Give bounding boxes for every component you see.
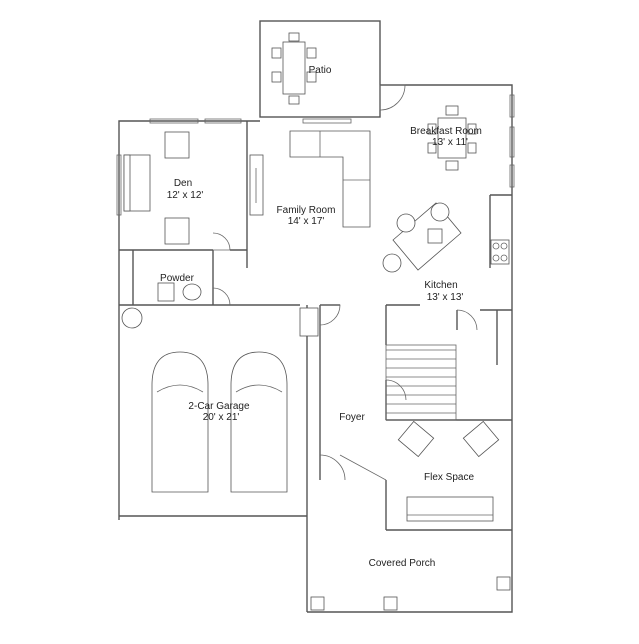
porch-posts	[310, 576, 511, 611]
kitchen-island	[382, 202, 510, 273]
patio-label: Patio	[309, 65, 332, 76]
den-size: 12' x 12'	[167, 190, 204, 201]
flex-space-furniture	[397, 420, 500, 522]
kitchen-size: 13' x 13'	[427, 292, 464, 303]
staircase	[385, 344, 457, 421]
den-furniture	[123, 131, 190, 245]
breakfast-room-size: 13' x 11'	[432, 137, 468, 148]
flex-space-label: Flex Space	[424, 472, 474, 483]
patio-dining-set	[271, 32, 317, 105]
foyer-label: Foyer	[339, 412, 365, 423]
garage-label: 2-Car Garage	[188, 401, 250, 412]
exterior-walls	[118, 20, 513, 613]
garage-size: 20' x 21'	[203, 412, 240, 423]
covered-porch-label: Covered Porch	[369, 558, 436, 569]
den-label: Den	[174, 178, 192, 189]
garage-cars	[151, 307, 319, 493]
breakfast-room-label: Breakfast Room	[410, 126, 482, 137]
powder-fixtures	[121, 282, 202, 329]
family-room-size: 14' x 17'	[288, 216, 325, 227]
windows	[116, 94, 515, 216]
family-room-label: Family Room	[277, 205, 336, 216]
family-room-sectional	[249, 130, 371, 228]
kitchen-label: Kitchen	[424, 280, 457, 291]
breakfast-table	[427, 105, 477, 171]
doors	[212, 84, 478, 481]
powder-label: Powder	[160, 273, 195, 284]
